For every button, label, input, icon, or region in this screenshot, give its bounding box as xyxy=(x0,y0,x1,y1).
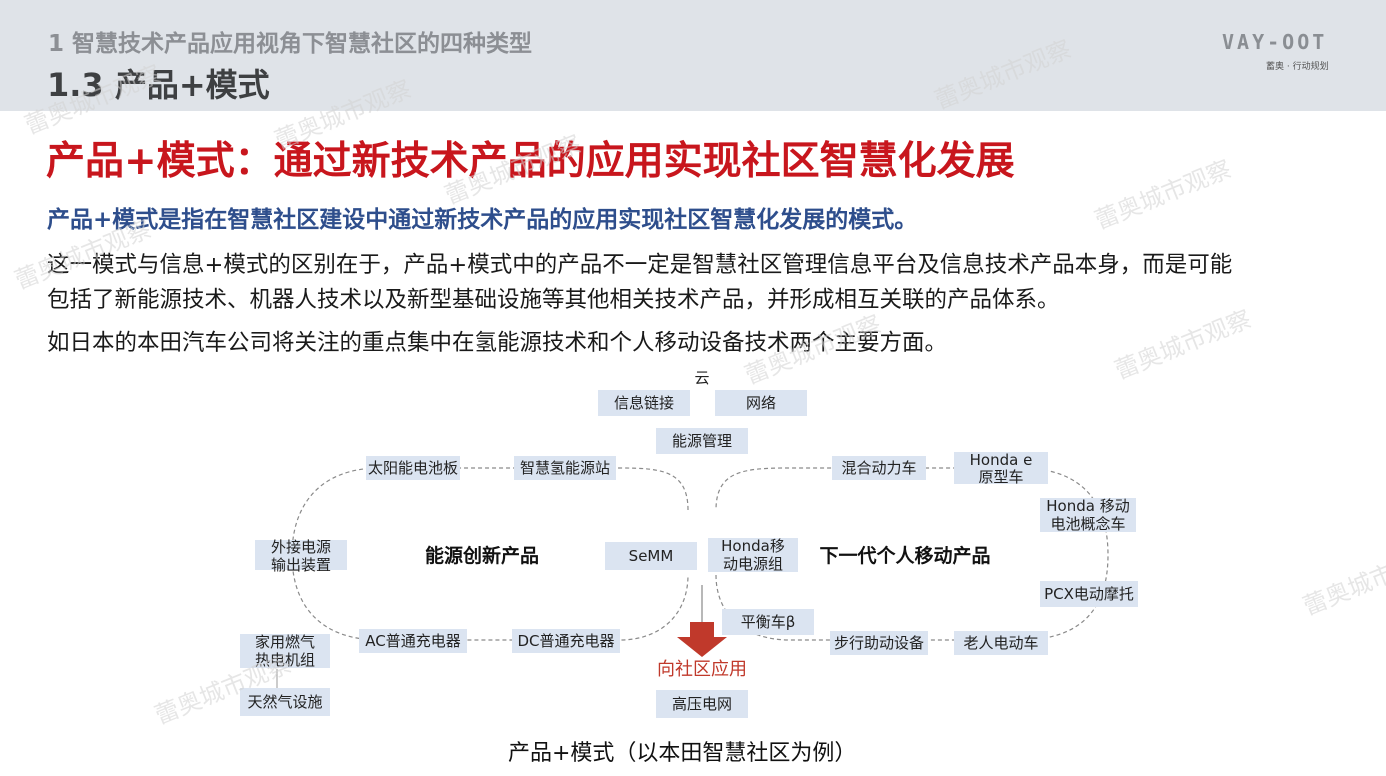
external-power-box xyxy=(255,540,347,570)
brand-logo: VAY-OOT 蓄奥 · 行动规划 xyxy=(1222,30,1352,76)
honda-e-box xyxy=(954,452,1048,484)
hybrid-car-box xyxy=(832,456,926,480)
network-box xyxy=(715,390,807,416)
sub-title: 1.3 产品+模式 xyxy=(47,66,270,104)
energy-management-box xyxy=(656,428,748,454)
logo-tagline: 蓄奥 · 行动规划 xyxy=(1266,62,1329,72)
smart-hydrogen-label: 智慧氢能源站 xyxy=(520,459,610,477)
semm-label: SeMM xyxy=(629,547,674,565)
gas-cogen-label-2: 热电机组 xyxy=(255,651,315,669)
paragraph-line-1: 这一模式与信息+模式的区别在于，产品+模式中的产品不一定是智慧社区管理信息平台及… xyxy=(47,252,1233,278)
mobility-hub-label: 下一代个人移动产品 xyxy=(819,544,990,567)
honda-battery-label-1: Honda 移动 xyxy=(1046,497,1129,515)
elderly-car-label: 老人电动车 xyxy=(963,634,1038,652)
hybrid-car-label: 混合动力车 xyxy=(841,459,916,477)
semm-box xyxy=(605,542,697,570)
walk-assist-box xyxy=(830,631,928,655)
honda-power-pack-label-2: 动电源组 xyxy=(723,555,783,573)
logo-mark: VAY-OOT xyxy=(1222,30,1328,54)
gas-facility-box xyxy=(240,688,330,716)
elderly-car-box xyxy=(954,631,1048,655)
example-text: 如日本的本田汽车公司将关注的重点集中在氢能源技术和个人移动设备技术两个主要方面。 xyxy=(47,330,948,356)
external-power-label-1: 外接电源 xyxy=(271,538,331,556)
honda-battery-box xyxy=(1040,498,1136,532)
energy-hub-label: 能源创新产品 xyxy=(425,544,539,567)
smart-hydrogen-box xyxy=(514,456,616,480)
high-voltage-grid-box xyxy=(656,690,748,718)
pcx-label: PCX电动摩托 xyxy=(1044,585,1134,603)
gas-cogen-box xyxy=(240,634,330,668)
dc-charger-label: DC普通充电器 xyxy=(517,632,614,650)
pcx-box xyxy=(1040,581,1138,607)
definition-text: 产品+模式是指在智慧社区建设中通过新技术产品的应用实现社区智慧化发展的模式。 xyxy=(47,207,918,233)
honda-e-label-2: 原型车 xyxy=(978,468,1023,486)
walk-assist-label: 步行助动设备 xyxy=(834,634,924,652)
info-link-label: 信息链接 xyxy=(614,394,674,412)
community-application-label: 向社区应用 xyxy=(657,659,747,680)
cloud-label: 云 xyxy=(694,369,709,387)
network-label: 网络 xyxy=(746,394,776,412)
ac-charger-box xyxy=(359,629,467,653)
honda-power-pack-box xyxy=(708,538,798,572)
honda-e-label-1: Honda e xyxy=(970,451,1033,469)
honda-power-pack-label-1: Honda移 xyxy=(721,537,785,555)
energy-management-label: 能源管理 xyxy=(672,432,732,450)
info-link-box xyxy=(598,390,690,416)
gas-cogen-label-1: 家用燃气 xyxy=(255,633,315,651)
balance-car-label: 平衡车β xyxy=(741,613,796,631)
dc-charger-box xyxy=(512,629,620,653)
energy-loop xyxy=(291,467,689,641)
solar-panel-box xyxy=(366,456,460,480)
header-bar: 1 智慧技术产品应用视角下智慧社区的四种类型 1.3 产品+模式 VAY-OOT… xyxy=(0,0,1386,111)
high-voltage-grid-label: 高压电网 xyxy=(672,695,732,713)
down-arrow-icon xyxy=(677,622,727,657)
main-title: 产品+模式：通过新技术产品的应用实现社区智慧化发展 xyxy=(46,139,1015,184)
ac-charger-label: AC普通充电器 xyxy=(365,632,460,650)
solar-panel-label: 太阳能电池板 xyxy=(368,459,458,477)
paragraph-line-2: 包括了新能源技术、机器人技术以及新型基础设施等其他相关技术产品，并形成相互关联的… xyxy=(47,287,1060,313)
balance-car-box xyxy=(722,609,814,635)
section-title: 1 智慧技术产品应用视角下智慧社区的四种类型 xyxy=(48,31,533,57)
gas-facility-label: 天然气设施 xyxy=(247,693,322,711)
honda-battery-label-2: 电池概念车 xyxy=(1050,515,1125,533)
external-power-label-2: 输出装置 xyxy=(271,556,331,574)
figure-caption: 产品+模式（以本田智慧社区为例） xyxy=(508,741,857,766)
